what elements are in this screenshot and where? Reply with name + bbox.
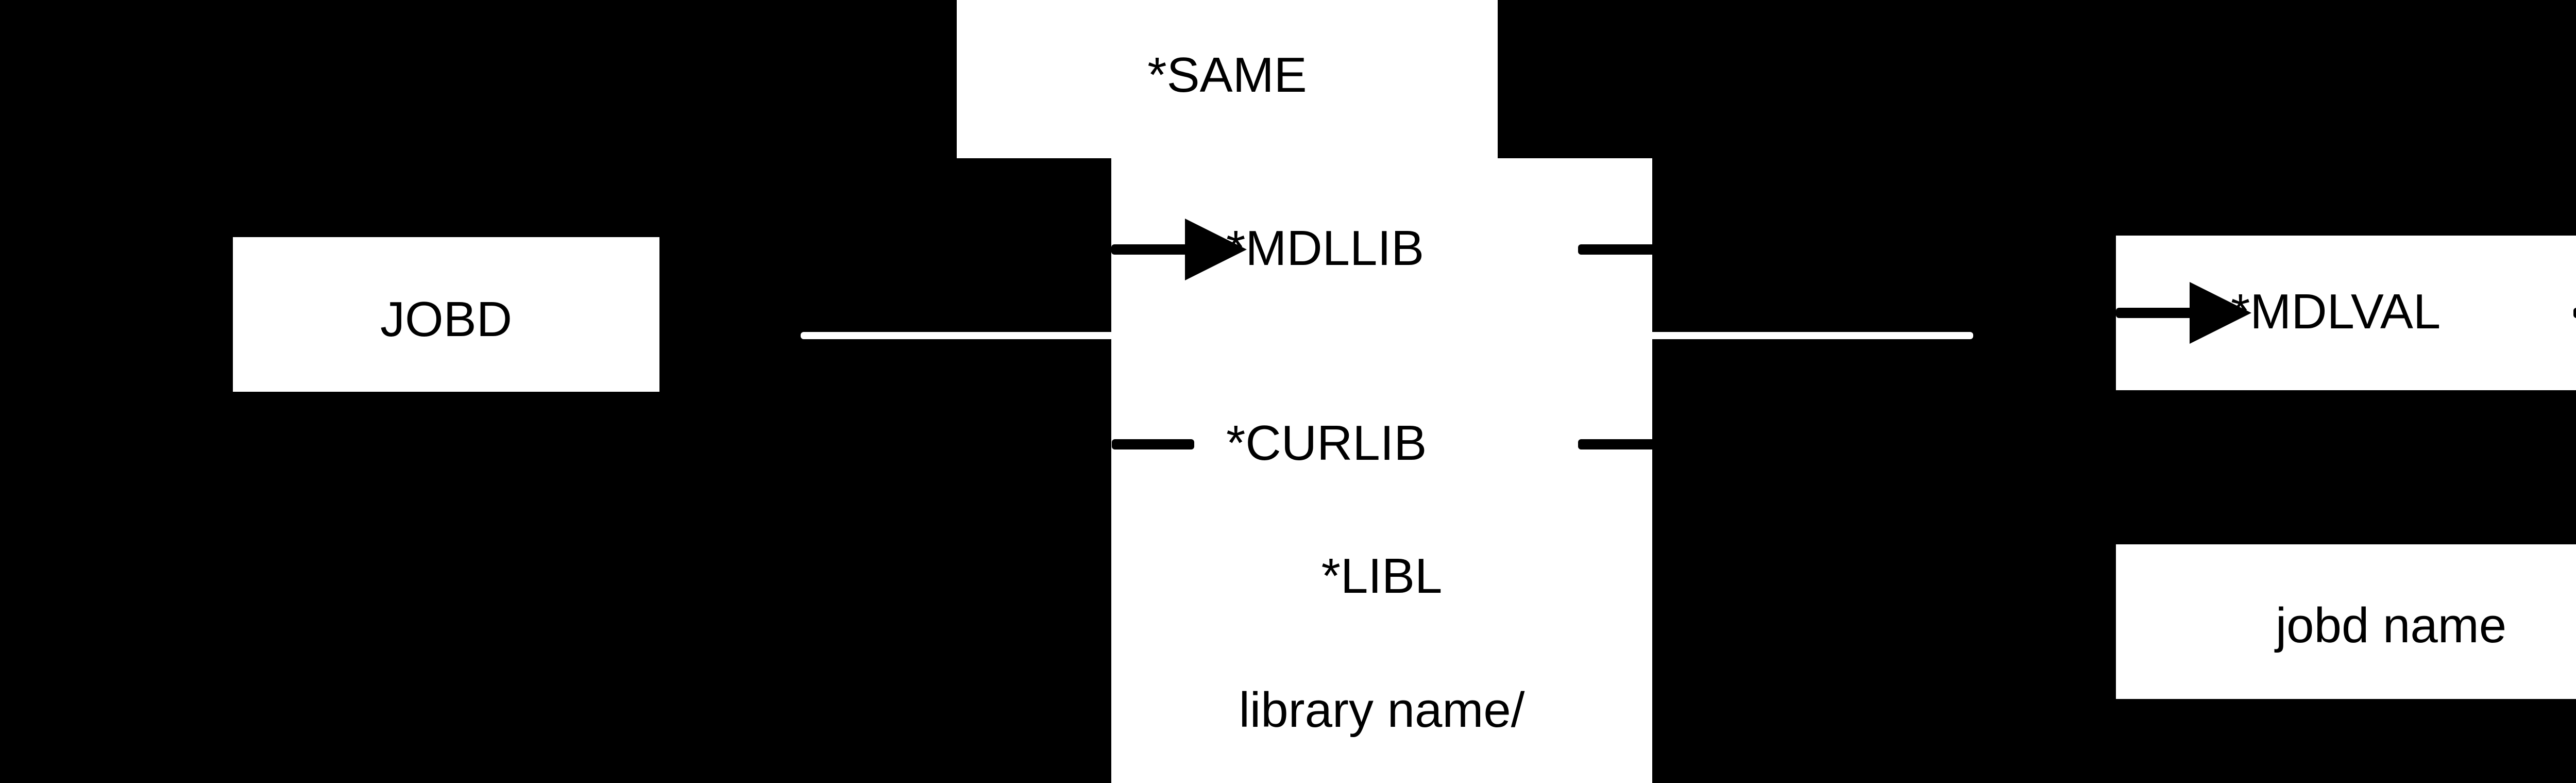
- alternative-label-curlib: *CURLIB: [1226, 415, 1427, 471]
- alternative-label-library-name: library name/: [1239, 682, 1525, 738]
- same-default-label: *SAME: [1147, 47, 1307, 103]
- mdllib-entry-arrow-icon: [1185, 219, 1247, 280]
- jobd-keyword-label: JOBD: [380, 292, 513, 347]
- mdllib-arrow-tail: [1111, 244, 1196, 255]
- mdlval-value-label: *MDLVAL: [2231, 284, 2441, 339]
- alternative-label-libl: *LIBL: [1321, 548, 1443, 604]
- mdlval-entry-arrow-icon: [2190, 282, 2251, 344]
- connector-choices-to-mdlval: [1649, 332, 1973, 339]
- same-default-box: [957, 0, 1498, 158]
- jobd-keyword-box: [233, 237, 659, 392]
- jobd-name-value-box: [2116, 544, 2576, 699]
- jobd-name-value-label: jobd name: [2275, 598, 2507, 653]
- mdlval-arrow-tail: [2116, 308, 2201, 318]
- curlib-left-stub: [1112, 439, 1194, 449]
- mdllib-right-stub: [1578, 244, 1666, 255]
- curlib-right-stub: [1578, 439, 1666, 449]
- alternative-label-mdllib: *MDLLIB: [1226, 221, 1425, 276]
- mdlval-right-stub: [2573, 308, 2576, 318]
- connector-jobd-to-choices: [801, 332, 1115, 339]
